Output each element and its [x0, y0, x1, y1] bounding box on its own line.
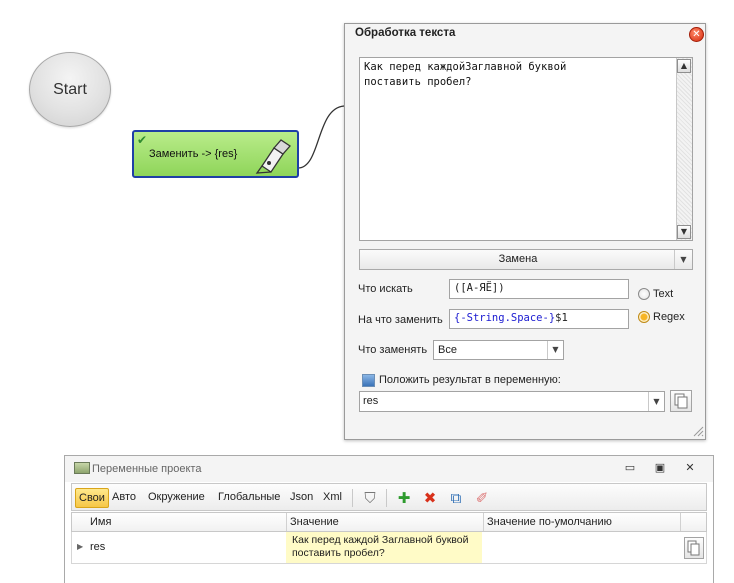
mode-value: Замена: [498, 253, 538, 265]
delete-icon[interactable]: ✖: [423, 489, 437, 507]
result-variable-value: res: [363, 395, 379, 407]
grid-header: Имя Значение Значение по-умолчанию: [71, 512, 707, 532]
chevron-down-icon[interactable]: ▼: [547, 341, 563, 359]
text-processing-dialog: Обработка текста ✕ Как перед каждойЗагла…: [344, 23, 706, 440]
row-indicator-icon: ▶: [77, 542, 84, 551]
tab-auto[interactable]: Авто: [112, 491, 136, 503]
panel-header: Переменные проекта ▭ ▣ ✕: [65, 456, 713, 482]
toolbar-divider: [352, 489, 353, 507]
replace-macro: {-String.Space-}: [454, 312, 556, 324]
column-default[interactable]: Значение по-умолчанию: [487, 516, 612, 528]
radio-regex-label: Regex: [653, 311, 685, 323]
replace-label: На что заменить: [358, 314, 443, 326]
which-select[interactable]: Все ▼: [433, 340, 564, 360]
search-field[interactable]: ([А-ЯЁ]): [449, 279, 629, 299]
tab-own[interactable]: Свои: [75, 488, 109, 508]
check-icon: ✔: [137, 133, 148, 147]
column-divider: [286, 513, 287, 531]
action-label: Заменить -> {res}: [149, 148, 238, 160]
tab-environment[interactable]: Окружение: [148, 491, 205, 503]
toolbar-divider: [386, 489, 387, 507]
copy-icon[interactable]: [684, 537, 704, 559]
scroll-down-icon[interactable]: ▼: [677, 225, 691, 239]
tab-global[interactable]: Глобальные: [218, 491, 281, 503]
column-divider: [483, 513, 484, 531]
replace-action-node[interactable]: ✔ Заменить -> {res}: [132, 130, 299, 178]
row-value: Как перед каждой Заглавной буквой постав…: [292, 534, 469, 559]
radio-text[interactable]: [638, 288, 650, 300]
save-result-label: Положить результат в переменную:: [379, 374, 561, 386]
pen-icon: [255, 139, 291, 174]
edit-icon[interactable]: ⧉: [450, 489, 462, 507]
row-name[interactable]: res: [90, 541, 106, 553]
close-icon[interactable]: ✕: [685, 461, 695, 474]
resize-grip-icon[interactable]: [692, 425, 704, 437]
which-value: Все: [438, 344, 457, 356]
search-label: Что искать: [358, 283, 413, 295]
mode-select[interactable]: Замена ▼: [359, 249, 693, 270]
panel-title: Переменные проекта: [92, 463, 202, 475]
copy-icon[interactable]: [670, 390, 692, 412]
start-node[interactable]: Start: [29, 52, 111, 127]
input-text: Как перед каждойЗаглавной буквой постави…: [364, 61, 567, 88]
which-label: Что заменять: [358, 344, 428, 356]
variables-icon: [74, 462, 90, 474]
row-value-cell[interactable]: Как перед каждой Заглавной буквой постав…: [286, 532, 482, 563]
text-scrollbar[interactable]: ▲ ▼: [676, 58, 692, 240]
start-label: Start: [53, 80, 87, 98]
search-value: ([А-ЯЁ]): [454, 282, 505, 294]
project-variables-panel: Переменные проекта ▭ ▣ ✕ Свои Авто Окруж…: [64, 455, 714, 583]
close-icon[interactable]: ✕: [689, 27, 704, 42]
replace-field[interactable]: {-String.Space-}$1: [449, 309, 629, 329]
add-icon[interactable]: ✚: [397, 489, 411, 507]
replace-suffix: $1: [555, 312, 568, 324]
save-result-checkbox[interactable]: [362, 374, 375, 387]
chevron-down-icon[interactable]: ▼: [674, 250, 692, 269]
column-value[interactable]: Значение: [290, 516, 339, 528]
column-name[interactable]: Имя: [90, 516, 112, 528]
table-row[interactable]: ▶ res Как перед каждой Заглавной буквой …: [71, 532, 707, 564]
dialog-title: Обработка текста: [355, 27, 456, 39]
result-variable-select[interactable]: res ▼: [359, 391, 665, 412]
tab-xml[interactable]: Xml: [323, 491, 342, 503]
filter-icon[interactable]: ⛉: [364, 489, 376, 507]
radio-text-label: Text: [653, 288, 674, 300]
column-divider: [680, 513, 681, 531]
radio-regex[interactable]: [638, 311, 650, 323]
input-text-area[interactable]: Как перед каждойЗаглавной буквой постави…: [359, 57, 693, 241]
restore-icon[interactable]: ▣: [654, 461, 666, 474]
tab-json[interactable]: Json: [290, 491, 314, 503]
eraser-icon[interactable]: ✐: [475, 489, 489, 507]
scroll-up-icon[interactable]: ▲: [677, 59, 691, 73]
chevron-down-icon[interactable]: ▼: [648, 392, 664, 411]
connector-line: [297, 105, 345, 169]
minimize-icon[interactable]: ▭: [624, 461, 636, 474]
variables-toolbar: Свои Авто Окружение Глобальные Json Xml …: [71, 483, 707, 511]
